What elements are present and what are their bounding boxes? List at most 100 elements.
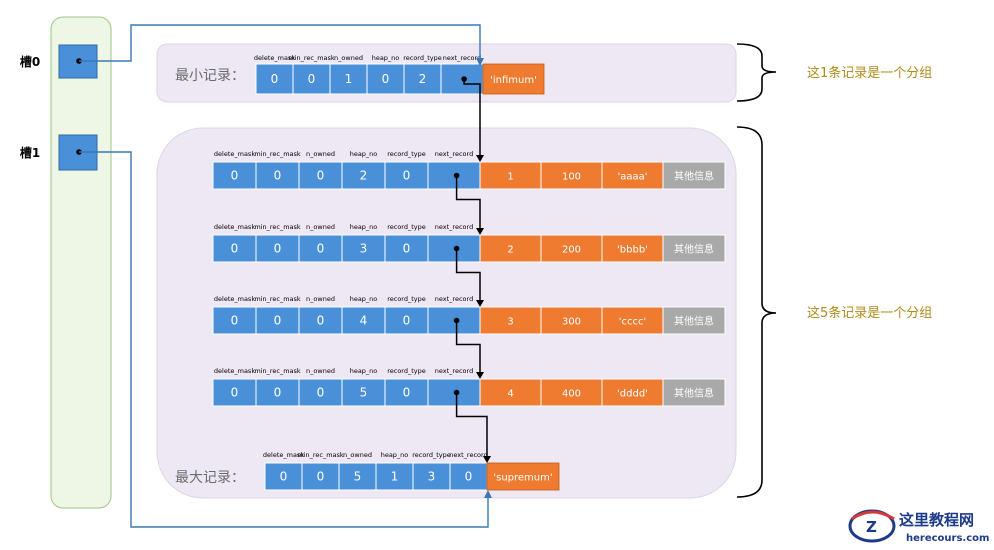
next-record-link [463,79,481,158]
field-label: next_record [435,150,473,158]
record-data-cell [479,378,542,407]
field-label: record_type [387,150,426,158]
record-data-value: 4 [507,389,513,400]
next-record-link [455,248,481,303]
field-value: 0 [317,470,325,484]
record-data-value: 'dddd' [617,389,648,400]
field-value: 0 [382,72,390,86]
field-value: 0 [231,386,239,400]
record-data-cell [540,234,603,263]
field-cell [298,234,343,263]
field-value: 1 [391,470,399,484]
field-label: min_rec_mask [254,150,301,158]
field-label: n_owned [306,223,335,231]
field-label: heap_no [350,223,378,231]
field-label: next_record [435,367,473,375]
record-data-cell [540,378,603,407]
infimum-value-cell [482,63,545,95]
other-info-cell [662,378,726,407]
field-cell [255,306,300,335]
watermark-logo-letter: Z [866,518,877,536]
record-data-cell [479,306,542,335]
field-label: n_owned [343,451,372,459]
field-label: next_record [443,54,481,62]
other-info-cell [662,306,726,335]
field-label: record_type [387,223,426,231]
field-label: record_type [387,367,426,375]
record-data-value: 'aaaa' [617,172,647,183]
field-cell [384,234,429,263]
slot-1-label: 槽1 [20,145,40,160]
field-label: heap_no [381,451,409,459]
record-data-value: 100 [562,172,581,183]
field-value: 4 [360,314,368,328]
field-value: 5 [354,470,362,484]
field-label: record_type [387,295,426,303]
field-value: 5 [360,386,368,400]
next-record-link [455,320,481,375]
next-record-arrowhead [476,155,484,162]
field-value: 0 [403,169,411,183]
next-record-arrowhead [476,228,484,235]
field-label: record_type [403,54,442,62]
supremum-title: 最大记录： [175,470,245,486]
field-value: 0 [403,314,411,328]
record-data-value: 400 [562,389,581,400]
field-value: 0 [308,72,316,86]
field-value: 0 [317,314,325,328]
field-value: 0 [403,386,411,400]
field-cell [341,161,386,190]
field-cell [341,378,386,407]
field-label: next_record [435,223,473,231]
next-record-link [455,175,481,231]
field-label: min_rec_mask [254,295,301,303]
record-data-value: 300 [562,317,581,328]
field-value: 0 [271,72,279,86]
field-value: 0 [274,386,282,400]
field-cell [298,161,343,190]
field-label: min_rec_mask [254,367,301,375]
record-data-value: 1 [507,172,513,183]
record-data-value: 'bbbb' [617,245,648,256]
field-value: 0 [274,242,282,256]
field-label: heap_no [372,54,400,62]
field-value: 0 [403,242,411,256]
supremum-value: 'supremum' [493,473,552,484]
field-value: 0 [317,386,325,400]
field-label: next_record [449,451,487,459]
next-record-link [455,392,488,459]
record-data-cell [479,234,542,263]
field-label: n_owned [306,295,335,303]
supremum-value-cell [486,462,560,491]
slot-0-pointer [79,24,481,62]
field-cell [212,306,257,335]
group-1-label: 这1条记录是一个分组 [807,65,932,81]
field-cell [412,462,451,491]
record-data-value: 其他信息 [674,243,714,256]
infimum-value: 'infimum' [490,75,537,86]
record-data-cell [479,161,542,190]
field-label: min_rec_mask [254,223,301,231]
field-label: delete_mask [263,451,304,459]
other-info-cell [662,161,726,190]
field-value: 0 [231,242,239,256]
group-1-brace [736,43,777,102]
field-value: 3 [360,242,368,256]
field-label: min_rec_mask [288,54,335,62]
next-record-arrowhead [476,372,484,379]
record-data-value: 200 [562,245,581,256]
slot-1-arrowhead [484,490,492,498]
field-label: record_type [412,451,451,459]
field-label: min_rec_mask [297,451,344,459]
field-cell [427,306,481,335]
record-data-value: 2 [507,245,513,256]
field-value: 0 [465,470,473,484]
record-data-cell [601,378,664,407]
record-data-value: 'cccc' [619,317,647,328]
field-cell [338,462,377,491]
next-record-arrowhead [483,456,491,463]
field-cell [212,161,257,190]
field-value: 0 [231,314,239,328]
field-label: delete_mask [214,295,255,303]
